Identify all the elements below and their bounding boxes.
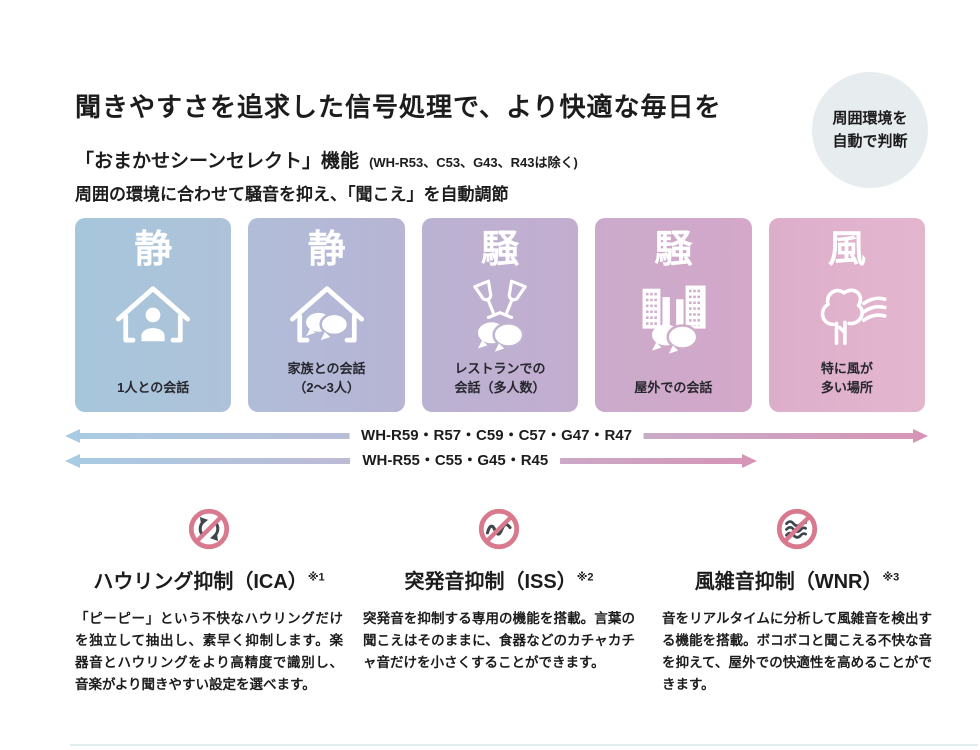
feature-body: 突発音を抑制する専用の機能を搭載。言葉の聞こえはそのままに、食器などのカチャカチ… bbox=[363, 611, 635, 670]
scene-kanji: 騒 bbox=[481, 229, 520, 271]
scene-card-row: 静 1人との会話 静 bbox=[75, 218, 926, 412]
buildings-speech-bubbles-icon bbox=[631, 274, 715, 358]
bottom-divider bbox=[70, 744, 978, 746]
scene-kanji: 静 bbox=[134, 229, 173, 271]
feature-exclusion-note: (WH-R53、C53、G43、R43は除く) bbox=[369, 155, 578, 170]
scene-caption: 屋外での会話 bbox=[634, 380, 713, 396]
scene-caption: 家族との会話 （2～3人） bbox=[287, 361, 366, 396]
scene-card-quiet-one-person: 静 1人との会話 bbox=[75, 218, 232, 412]
feature-sudden-sound-suppression: 突発音抑制（ISS）※2 突発音を抑制する専用の機能を搭載。言葉の聞こえはそのま… bbox=[363, 506, 635, 674]
house-speech-bubbles-icon bbox=[285, 274, 369, 358]
no-howling-icon bbox=[186, 506, 232, 557]
feature-footnote-marker: ※3 bbox=[882, 571, 900, 584]
feature-title: 突発音抑制（ISS）※2 bbox=[363, 565, 635, 594]
feature-body: 「ピーピー」という不快なハウリングだけを独立して抽出し、素早く抑制します。楽器音… bbox=[75, 611, 343, 692]
arrow-left-head-icon bbox=[65, 429, 80, 443]
auto-detect-badge-text: 周囲環境を 自動で判断 bbox=[832, 109, 908, 150]
feature-body: 音をリアルタイムに分析して風雑音を検出する機能を搭載。ボコボコと聞こえる不快な音… bbox=[662, 611, 932, 692]
feature-title-text: ハウリング抑制（ICA） bbox=[93, 571, 308, 593]
auto-detect-badge: 周囲環境を 自動で判断 bbox=[812, 72, 928, 188]
model-range-arrow-upper: WH-R59・R57・C59・C57・G47・R47 bbox=[65, 425, 928, 446]
scene-caption: 1人との会話 bbox=[117, 380, 190, 396]
feature-heading: 「おまかせシーンセレクト」機能 bbox=[75, 151, 360, 172]
feature-heading-row: 「おまかせシーンセレクト」機能 (WH-R53、C53、G43、R43は除く) bbox=[75, 146, 578, 173]
feature-title-text: 風雑音抑制（WNR） bbox=[694, 571, 883, 593]
feature-footnote-marker: ※1 bbox=[307, 571, 325, 584]
model-range-label: WH-R59・R57・C59・C57・G47・R47 bbox=[349, 425, 644, 446]
page-title: 聞きやすさを追求した信号処理で、より快適な毎日を bbox=[75, 92, 722, 123]
feature-howling-suppression: ハウリング抑制（ICA）※1 「ピーピー」という不快なハウリングだけを独立して抽… bbox=[75, 506, 343, 695]
scene-card-noisy-restaurant: 騒 bbox=[421, 218, 579, 412]
feature-title: 風雑音抑制（WNR）※3 bbox=[662, 565, 932, 594]
house-person-icon bbox=[111, 274, 195, 358]
scene-caption: レストランでの 会話（多人数） bbox=[454, 361, 546, 396]
arrow-right-head-icon bbox=[742, 454, 757, 468]
feature-footnote-marker: ※2 bbox=[576, 571, 594, 584]
no-wind-noise-icon bbox=[774, 506, 820, 557]
feature-wind-noise-suppression: 風雑音抑制（WNR）※3 音をリアルタイムに分析して風雑音を検出する機能を搭載。… bbox=[662, 506, 932, 695]
feature-title-text: 突発音抑制（ISS） bbox=[404, 571, 577, 593]
scene-kanji: 騒 bbox=[654, 229, 693, 271]
scene-card-windy: 風 特に風が 多い場所 bbox=[768, 218, 926, 412]
scene-card-quiet-family: 静 家族との会話 （2～3人） bbox=[248, 218, 405, 412]
model-range-label: WH-R55・C55・G45・R45 bbox=[350, 450, 561, 471]
scene-caption: 特に風が 多い場所 bbox=[820, 361, 873, 396]
feature-description: 周囲の環境に合わせて騒音を抑え、「聞こえ」を自動調節 bbox=[75, 185, 509, 204]
scene-kanji: 静 bbox=[307, 229, 346, 271]
scene-card-noisy-outdoor: 騒 bbox=[595, 218, 752, 412]
no-sudden-sound-icon bbox=[476, 506, 522, 557]
feature-title: ハウリング抑制（ICA）※1 bbox=[75, 565, 343, 594]
model-range-arrow-lower: WH-R55・C55・G45・R45 bbox=[65, 450, 757, 471]
scene-kanji: 風 bbox=[827, 229, 866, 271]
arrow-left-head-icon bbox=[65, 454, 80, 468]
tree-wind-icon bbox=[805, 274, 889, 358]
arrow-right-head-icon bbox=[913, 429, 928, 443]
glasses-speech-bubbles-icon bbox=[458, 274, 542, 358]
